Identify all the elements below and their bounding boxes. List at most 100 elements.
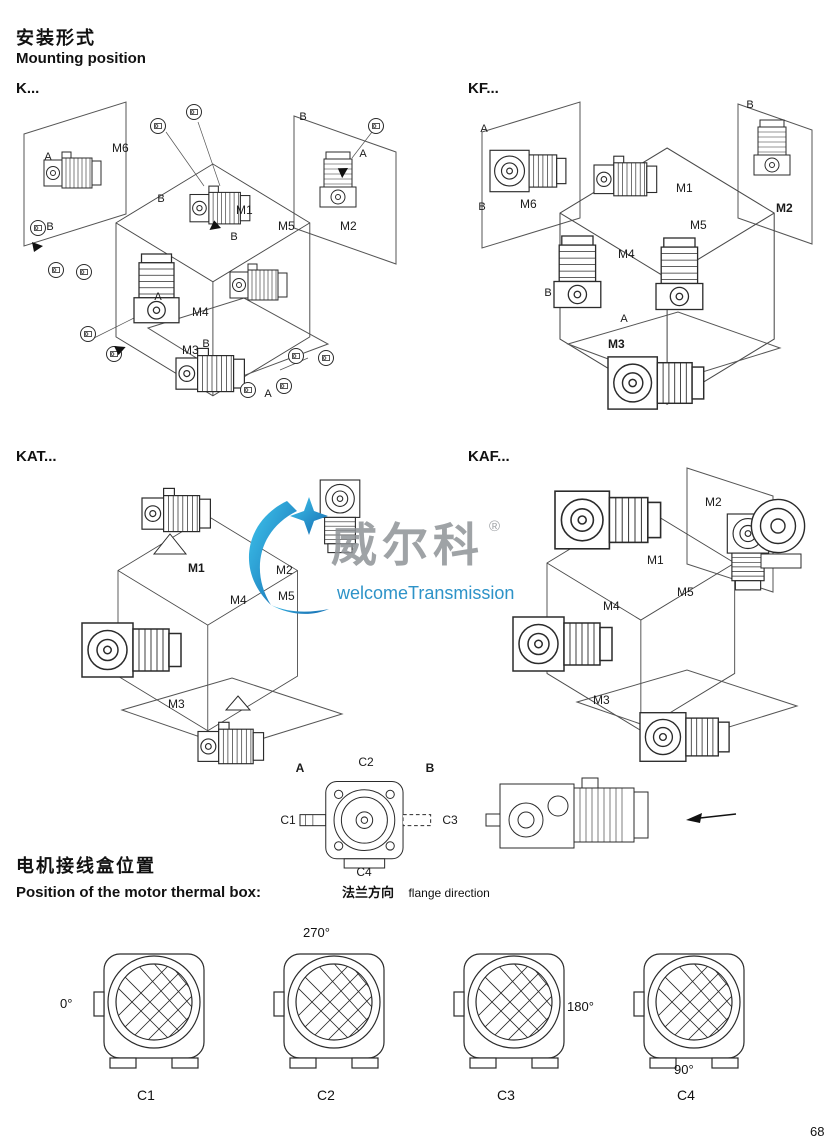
- kaf-mounting-diagram: M2 M1 M4 M5 M3: [512, 467, 806, 762]
- direction-letter-a: A: [620, 313, 628, 325]
- watermark-star-icon: [290, 497, 328, 535]
- motor-front-icon: [454, 952, 564, 1068]
- direction-letter-b: B: [46, 221, 53, 233]
- mounting-bracket: [224, 695, 252, 711]
- direction-letter-a: A: [154, 291, 162, 303]
- direction-letter-b: B: [746, 99, 753, 111]
- direction-letter-b: B: [230, 231, 237, 243]
- mounting-bracket: [152, 533, 188, 555]
- position-label-m3: M3: [182, 343, 199, 357]
- page-title-en: Mounting position: [16, 50, 146, 67]
- flange-front-icon: [299, 781, 432, 869]
- direction-letter-b: B: [478, 201, 485, 213]
- position-label-m4: M4: [230, 593, 247, 607]
- direction-letter-b: B: [202, 338, 209, 350]
- mounting-panel: [737, 103, 813, 245]
- position-marker-icon: [240, 382, 256, 398]
- direction-letter-a: A: [296, 761, 305, 775]
- position-label-m2: M2: [340, 219, 357, 233]
- gear-motor-icon: [512, 616, 613, 672]
- position-marker-icon: [80, 326, 96, 342]
- thermal-motor-c4-diagram: [620, 944, 770, 1082]
- gear-motor-icon: [753, 119, 791, 176]
- thermal-label-c4: C4: [677, 1087, 695, 1103]
- direction-letter-a: A: [44, 151, 52, 163]
- position-marker-icon: [288, 348, 304, 364]
- gear-motor-icon: [655, 237, 704, 311]
- flange-caption-en: flange direction: [408, 886, 490, 900]
- kf-mounting-diagram: M6 M1 M2 M5 M4 M3 A A B B B: [478, 99, 813, 410]
- direction-letter-b: B: [157, 193, 164, 205]
- gear-motor-icon: [553, 235, 602, 309]
- position-label-m1: M1: [188, 561, 205, 575]
- angle-label-c3: 180°: [567, 999, 594, 1014]
- angle-label-c1: 0°: [60, 996, 73, 1011]
- watermark-swoosh-icon: [248, 501, 297, 605]
- direction-letter-b: B: [299, 111, 306, 123]
- kat-mounting-diagram: M1 M2 M4 M5 M3: [81, 479, 361, 765]
- watermark-registered-mark: ®: [489, 518, 500, 535]
- k-mounting-diagram: M6 M1 M5 M2 M4 M3 A A A A B B B B B: [23, 101, 397, 400]
- section-label-kat: KAT...: [16, 448, 57, 465]
- page-title-cn: 安装形式: [16, 28, 96, 48]
- position-marker-icon: [30, 220, 46, 236]
- gear-motor-icon: [229, 263, 288, 301]
- position-marker-icon: [318, 350, 334, 366]
- position-label-m5: M5: [677, 585, 694, 599]
- position-label-m1: M1: [676, 181, 693, 195]
- gear-motor-icon: [750, 498, 806, 554]
- section-label-kaf: KAF...: [468, 448, 510, 465]
- mounting-panel: [120, 677, 344, 749]
- section-label-k: K...: [16, 80, 40, 97]
- view-arrow-icon: [32, 242, 43, 252]
- position-label-m2: M2: [276, 563, 293, 577]
- gear-motor-icon: [141, 487, 212, 533]
- gear-unit-side-view: [485, 777, 737, 849]
- position-label-m4: M4: [603, 599, 620, 613]
- watermark-subtitle: welcomeTransmission: [336, 583, 514, 603]
- thermal-title-cn: 电机接线盒位置: [16, 856, 156, 876]
- position-label-m5: M5: [278, 219, 295, 233]
- watermark-tail-icon: [271, 605, 329, 614]
- position-label-m1: M1: [236, 203, 253, 217]
- position-label-m1: M1: [647, 553, 664, 567]
- flange-caption: 法兰方向 flange direction: [342, 882, 490, 902]
- position-label-m6: M6: [520, 197, 537, 211]
- mounting-panel: [481, 101, 581, 249]
- flange-direction-diagram: A C2 B C1 C3 C4: [280, 755, 458, 879]
- motor-front-icon: [274, 952, 384, 1068]
- gear-motor-icon: [639, 712, 730, 762]
- angle-label-c2: 270°: [303, 925, 330, 940]
- mounting-panel: [293, 115, 397, 265]
- gear-motor-icon: [554, 490, 662, 550]
- gear-motor-icon: [593, 155, 658, 197]
- position-label-m4: M4: [618, 247, 635, 261]
- thermal-label-c2: C2: [317, 1087, 335, 1103]
- direction-letter-b: B: [426, 761, 435, 775]
- position-label-m3: M3: [168, 697, 185, 711]
- position-marker-icon: [150, 118, 166, 134]
- thermal-title-en: Position of the motor thermal box:: [16, 884, 262, 901]
- direction-letter-b: B: [544, 287, 551, 299]
- position-marker-icon: [368, 118, 384, 134]
- page-number: 68: [810, 1124, 825, 1139]
- flange-label-c1: C1: [280, 813, 296, 827]
- section-label-kf: KF...: [468, 80, 499, 97]
- gear-motor-icon: [489, 149, 567, 193]
- gear-motor-icon: [43, 151, 102, 189]
- position-label-m2: M2: [705, 495, 722, 509]
- flange-label-c4: C4: [356, 865, 372, 879]
- thermal-label-c3: C3: [497, 1087, 515, 1103]
- gear-motor-icon: [319, 151, 357, 208]
- flange-label-c2: C2: [358, 755, 374, 769]
- watermark-brand: 威尔科: [331, 519, 484, 571]
- watermark: 威尔科 ® welcomeTransmission: [248, 497, 514, 614]
- gear-motor-icon: [760, 553, 802, 569]
- gear-motor-icon: [81, 622, 182, 678]
- thermal-motor-c1-diagram: [80, 944, 230, 1082]
- gear-motor-icon: [607, 356, 705, 410]
- angle-label-c4: 90°: [674, 1062, 694, 1077]
- position-marker-icon: [186, 104, 202, 120]
- motor-front-icon: [94, 952, 204, 1068]
